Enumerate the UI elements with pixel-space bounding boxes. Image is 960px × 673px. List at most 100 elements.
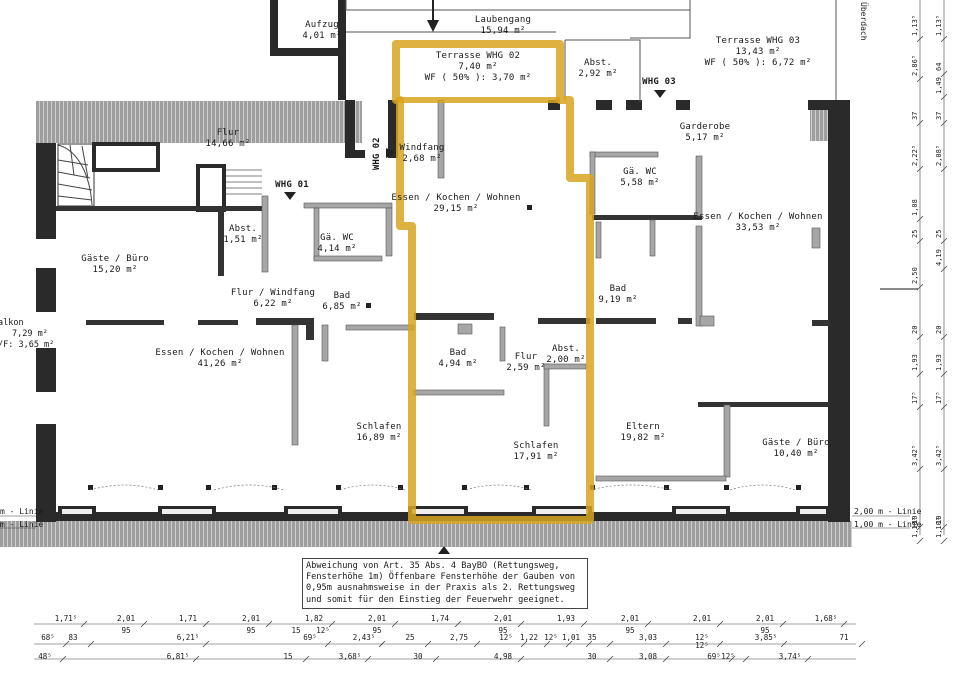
dim-row2-tick-7 xyxy=(520,640,528,648)
dim-row2-2: 6,21⁵ xyxy=(176,633,200,642)
vdim-b-tick-1 xyxy=(940,70,948,78)
dim-row2-tick-3 xyxy=(324,640,332,648)
dim-row1-tick-5 xyxy=(391,620,399,628)
dim-row3-2: 15 xyxy=(283,652,293,661)
dim-row2-tick-11 xyxy=(606,640,614,648)
dim-row3-1: 6,81⁵ xyxy=(166,652,190,661)
vdim-b-8: 1,93 xyxy=(935,354,943,371)
room-area: 33,53 m² xyxy=(735,223,781,233)
dim-row1-11: 2,01 xyxy=(755,614,775,623)
vdim-b-12: 1,10⁵ xyxy=(935,516,943,538)
room-name: Flur xyxy=(514,352,538,362)
room-name: Eltern xyxy=(626,422,660,432)
dim-row2-tick-8 xyxy=(543,640,551,648)
vdim-a-4: 1,08 xyxy=(911,199,919,216)
room-area: 6,22 m² xyxy=(253,299,293,309)
dim-row2-tick-10 xyxy=(585,640,593,648)
vdim-b-tick-2 xyxy=(940,93,948,101)
room-area: 5,58 m² xyxy=(620,178,660,188)
dim-row1-tick-8 xyxy=(580,620,588,628)
room-area: 41,26 m² xyxy=(197,359,243,369)
dim-row2-11: 35 xyxy=(587,633,597,642)
room-area: 2,92 m² xyxy=(578,69,618,79)
dim-row3-5: 4,98 xyxy=(493,652,513,661)
right-line-label-2: 1,00 m - Linie xyxy=(854,520,922,529)
vdim-a-10: 3,42⁵ xyxy=(911,444,919,466)
dim-row3-tick-4 xyxy=(432,655,440,663)
vdim-b-tick-8 xyxy=(940,370,948,378)
vdim-a-tick-7 xyxy=(916,333,924,341)
dim-row3-tick-9 xyxy=(742,655,750,663)
room-name: Terrasse WHG 02 xyxy=(435,51,521,61)
room-name: Essen / Kochen / Wohnen xyxy=(155,348,285,358)
dim-row3b-0: 12⁵ xyxy=(695,641,709,650)
vdim-a-5: 25 xyxy=(911,229,919,238)
dim-row2-1: 83 xyxy=(68,633,78,642)
vdim-a-tick-3 xyxy=(916,165,924,173)
vdim-b-tick-9 xyxy=(940,403,948,411)
dim-row2-12: 3,03 xyxy=(638,633,658,642)
vdim-a-tick-8 xyxy=(916,370,924,378)
dormers xyxy=(58,484,830,518)
dim-row1-tick-1 xyxy=(140,620,148,628)
stairwell xyxy=(57,143,95,207)
balkon-wf: /F: 3,65 m² xyxy=(0,340,55,350)
dim-row1b-0: 95 xyxy=(121,626,131,635)
dim-row2-10: 1,01 xyxy=(561,633,581,642)
room-abst-top: Abst.2,92 m² xyxy=(578,58,617,80)
room-area: 4,01 m² xyxy=(302,31,342,41)
room-area: 4,94 m² xyxy=(438,359,478,369)
vdim-b-5: 25 xyxy=(935,229,943,238)
dim-row2-0: 68⁵ xyxy=(41,633,55,642)
dim-row2-tick-9 xyxy=(565,640,573,648)
room-area: 15,20 m² xyxy=(92,265,138,275)
unit-label-whg01: WHG 01 xyxy=(275,180,309,190)
room-area: 5,17 m² xyxy=(685,133,725,143)
vdim-b-tick-11 xyxy=(940,523,948,531)
upper-outlines xyxy=(345,0,837,102)
dim-row1-9: 2,01 xyxy=(620,614,640,623)
vdim-a-8: 1,93 xyxy=(911,354,919,371)
dim-row3-tick-0 xyxy=(59,655,67,663)
room-name: Laubengang xyxy=(474,15,532,25)
dim-row1-1: 2,01 xyxy=(116,614,136,623)
room-area: 4,14 m² xyxy=(317,244,357,254)
dim-row2-15: 71 xyxy=(839,633,849,642)
balkon-name: alkon xyxy=(0,318,24,328)
dim-row2-tick-2 xyxy=(202,640,210,648)
dim-row1-0: 1,71⁵ xyxy=(54,614,78,623)
dim-row1-8: 1,93 xyxy=(556,614,576,623)
vdim-b-1: 64 xyxy=(935,62,943,71)
dim-row1-7: 2,01 xyxy=(493,614,513,623)
room-name: Gäste / Büro xyxy=(762,438,830,448)
vdim-b-tick-6 xyxy=(940,265,948,273)
vdim-a-6: 2,50 xyxy=(911,267,919,284)
room-name: Windfang xyxy=(399,143,445,153)
dim-row1-tick-7 xyxy=(517,620,525,628)
dimension-lines xyxy=(0,0,945,660)
vdim-a-tick-10 xyxy=(916,465,924,473)
vdim-b-10: 3,42⁵ xyxy=(935,444,943,466)
dim-row1-10: 2,01 xyxy=(692,614,712,623)
balkon-area: 7,29 m² xyxy=(12,329,48,339)
room-area: 7,40 m² xyxy=(458,62,498,72)
dim-row2-tick-15 xyxy=(858,640,866,648)
dim-row1-tick-11 xyxy=(779,620,787,628)
vdim-b-4: 2,08⁵ xyxy=(935,144,943,166)
room-name: Gä. WC xyxy=(623,167,657,177)
vdim-b-9: 17⁵ xyxy=(935,391,943,404)
room-name: Aufzug xyxy=(305,20,339,30)
vdim-b-tick-4 xyxy=(940,165,948,173)
room-name: Essen / Kochen / Wohnen xyxy=(693,212,823,222)
dim-row3-9: 12⁵ xyxy=(721,652,735,661)
